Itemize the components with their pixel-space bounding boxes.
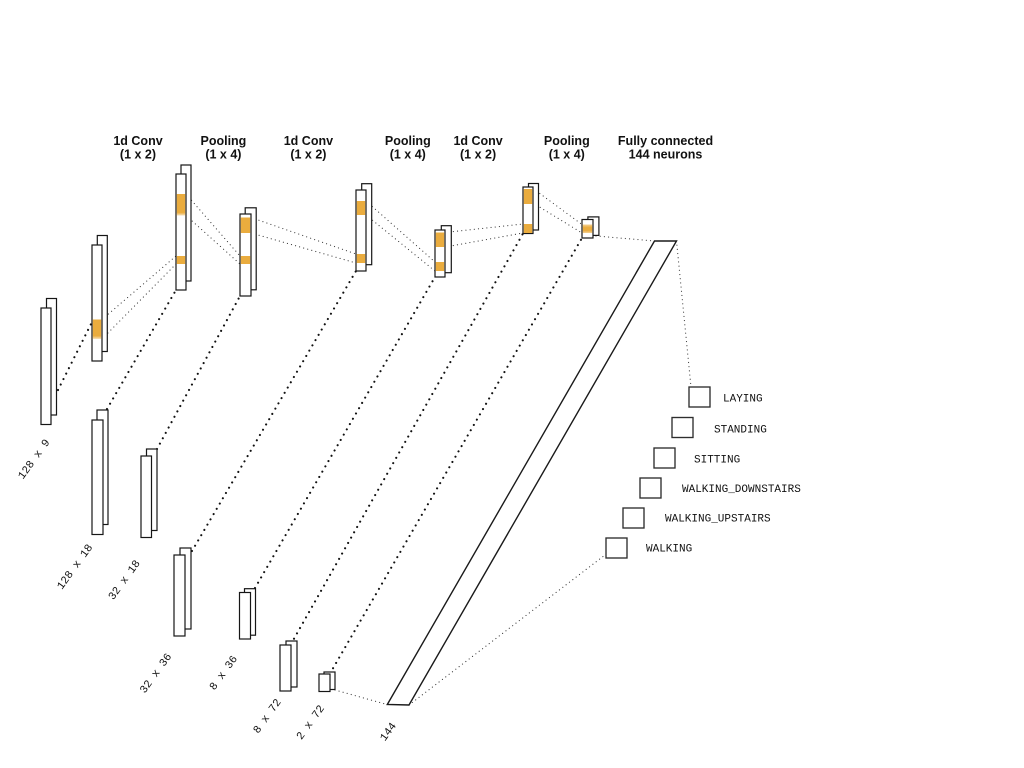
svg-text:(1 x 4): (1 x 4) bbox=[205, 148, 241, 162]
svg-text:144 neurons: 144 neurons bbox=[629, 148, 703, 162]
svg-text:SITTING: SITTING bbox=[694, 455, 740, 467]
svg-text:1d Conv: 1d Conv bbox=[284, 134, 333, 148]
svg-text:1d Conv: 1d Conv bbox=[113, 134, 162, 148]
svg-text:Pooling: Pooling bbox=[385, 134, 431, 148]
svg-text:STANDING: STANDING bbox=[714, 424, 767, 436]
svg-text:WALKING_UPSTAIRS: WALKING_UPSTAIRS bbox=[665, 514, 771, 526]
svg-text:LAYING: LAYING bbox=[723, 394, 763, 406]
svg-text:(1 x 2): (1 x 2) bbox=[290, 148, 326, 162]
svg-text:(1 x 2): (1 x 2) bbox=[120, 148, 156, 162]
svg-text:(1 x 4): (1 x 4) bbox=[390, 148, 426, 162]
svg-text:(1 x 4): (1 x 4) bbox=[549, 148, 585, 162]
svg-text:WALKING_DOWNSTAIRS: WALKING_DOWNSTAIRS bbox=[682, 484, 801, 496]
svg-text:Pooling: Pooling bbox=[544, 134, 590, 148]
svg-text:1d Conv: 1d Conv bbox=[453, 134, 502, 148]
svg-text:Fully connected: Fully connected bbox=[618, 134, 713, 148]
svg-text:Pooling: Pooling bbox=[200, 134, 246, 148]
svg-text:WALKING: WALKING bbox=[646, 544, 692, 556]
svg-text:(1 x 2): (1 x 2) bbox=[460, 148, 496, 162]
